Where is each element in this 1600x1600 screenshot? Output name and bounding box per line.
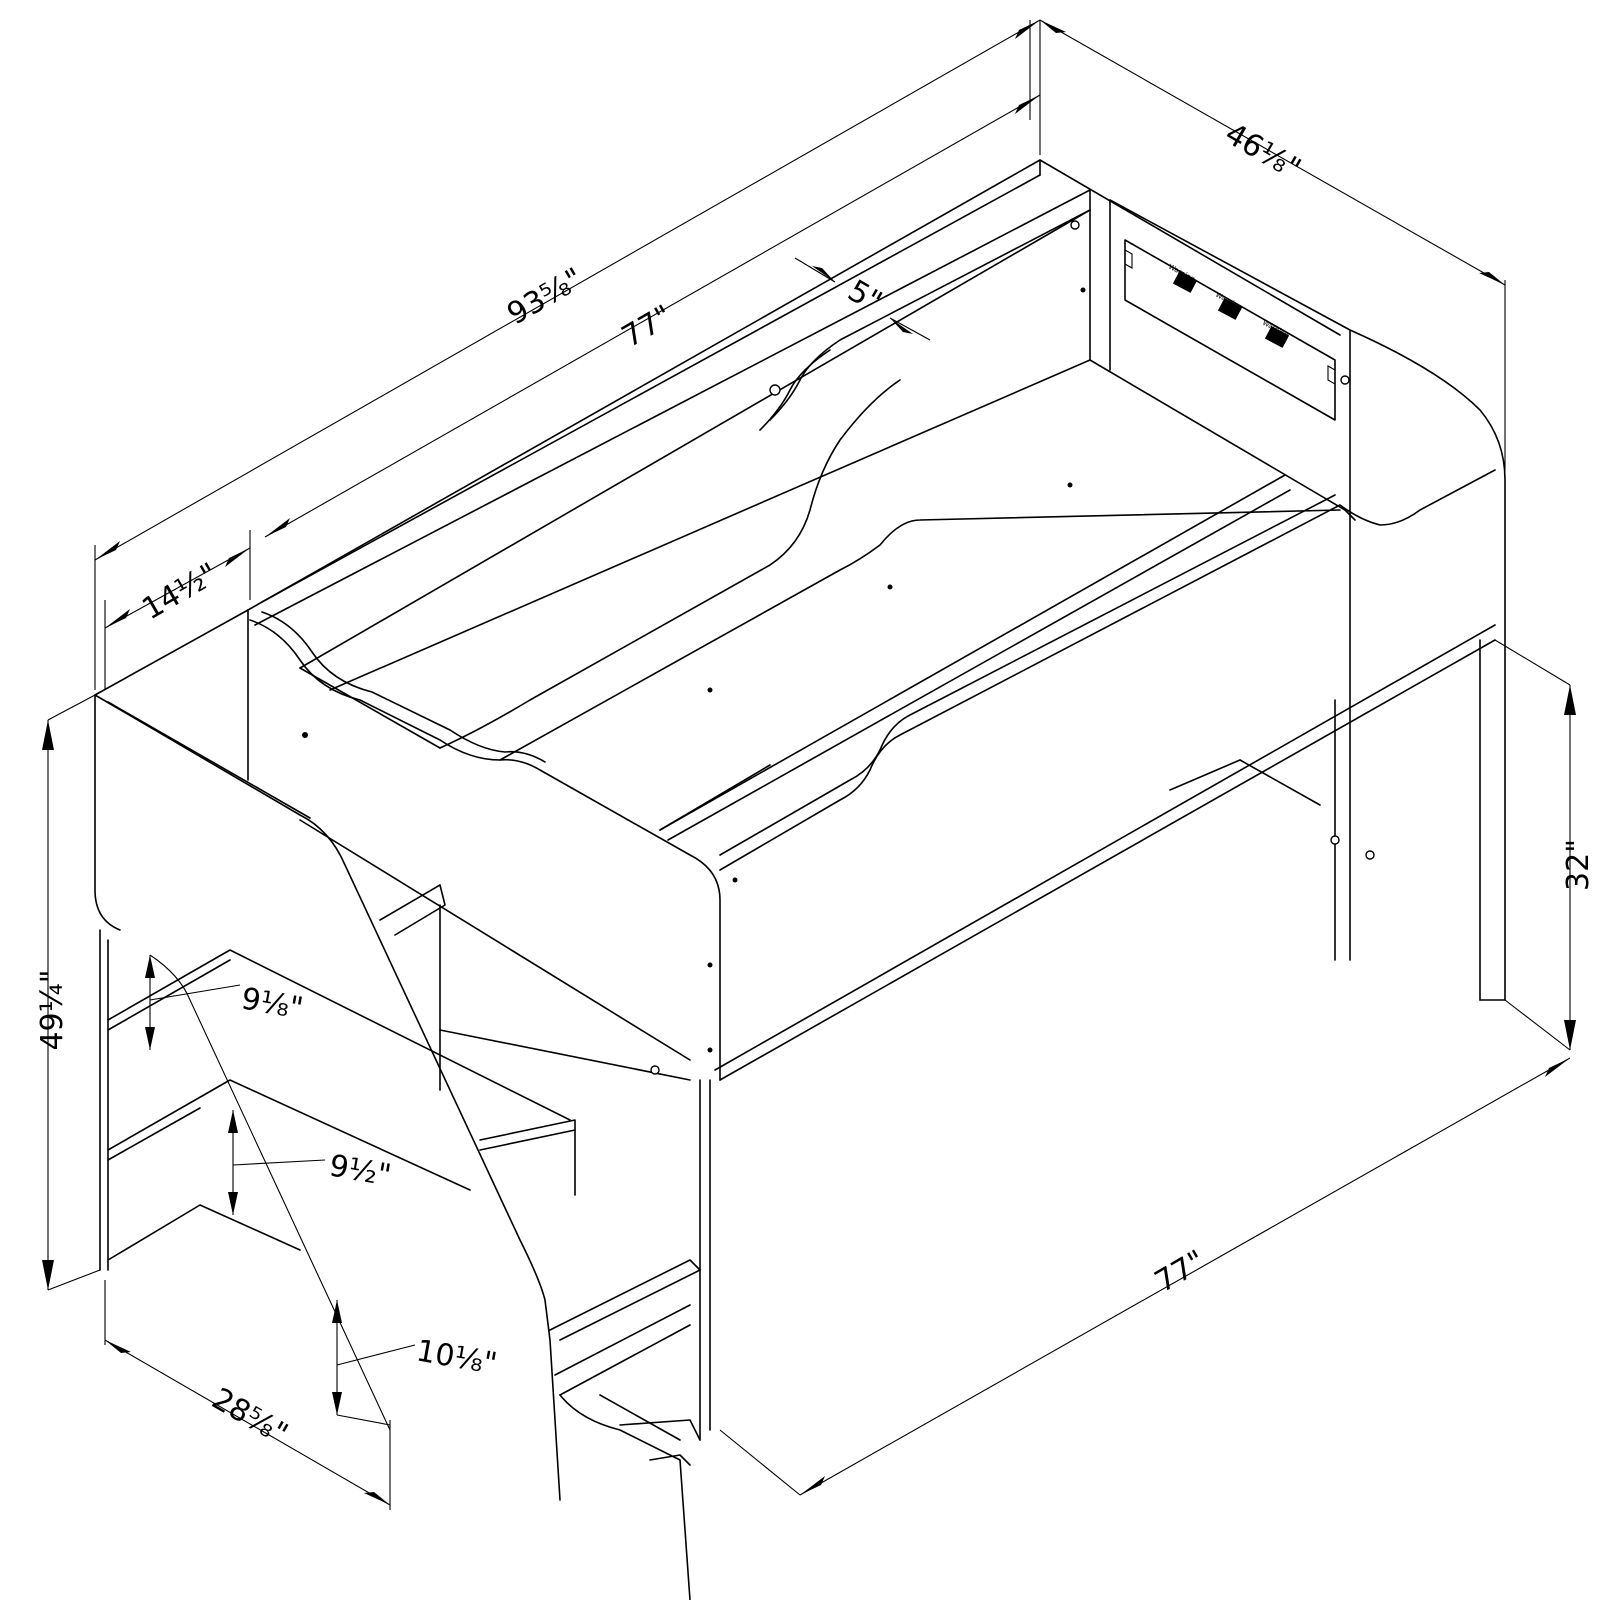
dim-stair-run: 28⅝" xyxy=(206,1381,294,1452)
bed-outline xyxy=(94,159,1506,1600)
warning-plate: Warning Warning Warning xyxy=(1124,239,1336,421)
dimension-lines xyxy=(42,19,1576,1510)
fixing-holes xyxy=(302,220,1375,1075)
dim-stair-depth: 14½" xyxy=(136,556,224,627)
dim-step-rise-1: 9⅛" xyxy=(239,981,306,1026)
dim-step-rise-3: 10⅛" xyxy=(414,1333,500,1382)
dim-overall-height: 49¼" xyxy=(35,969,70,1050)
dim-overall-width: 46⅛" xyxy=(1219,116,1307,187)
dim-step-rise-2: 9½" xyxy=(327,1148,394,1193)
dim-under-clearance: 32" xyxy=(1561,839,1596,891)
dim-overall-length: 93⅝" xyxy=(501,261,589,332)
